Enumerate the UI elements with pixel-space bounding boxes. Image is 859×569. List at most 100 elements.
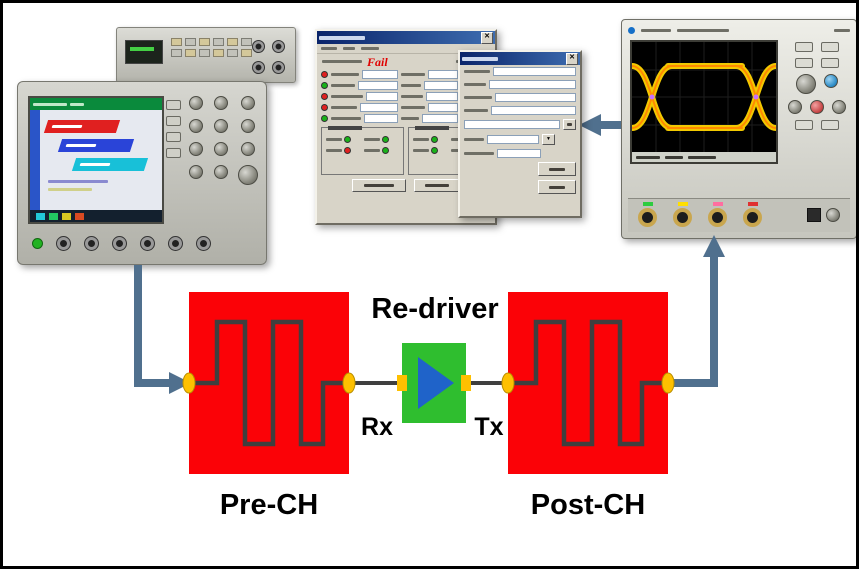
group-title-bar [328, 126, 362, 130]
label-bar [413, 149, 429, 152]
signal-path-block-cyan [71, 158, 149, 171]
bar [834, 28, 850, 32]
channel-knob-blue [824, 74, 838, 88]
pulse-generator-keys [171, 38, 252, 57]
led [431, 136, 438, 143]
title-bar[interactable]: ✕ [317, 31, 495, 44]
connector [168, 235, 183, 251]
title-text-bar [319, 35, 365, 40]
menu-item-bar[interactable] [321, 47, 337, 50]
label-bar [464, 109, 488, 112]
channel-color-tab [747, 202, 758, 206]
key [185, 49, 196, 57]
label-bar [413, 138, 429, 141]
screen-header [30, 98, 162, 110]
text-field[interactable] [364, 114, 398, 123]
bar [51, 125, 83, 128]
knob [213, 119, 228, 133]
led [382, 136, 389, 143]
key [199, 38, 210, 46]
button [166, 100, 181, 110]
label-bar [331, 84, 355, 87]
pulse-generator-screen [125, 40, 163, 64]
key [241, 38, 252, 46]
button-label-bar [425, 184, 449, 187]
label-bar [464, 96, 492, 99]
text-field[interactable] [426, 92, 458, 101]
redriver-block [402, 343, 466, 423]
knob [188, 96, 203, 110]
text-field[interactable] [497, 149, 541, 158]
action-button[interactable] [352, 179, 406, 192]
text-field[interactable] [491, 106, 576, 115]
text-field[interactable] [428, 103, 458, 112]
connector [112, 235, 127, 251]
bottom-buttons [317, 175, 495, 192]
scope-control-panel [786, 40, 848, 194]
power-button [32, 237, 43, 249]
title-bar[interactable]: ✕ [460, 52, 580, 65]
led [344, 136, 351, 143]
field-row [460, 78, 580, 91]
text-field[interactable] [360, 103, 398, 112]
text-field[interactable] [362, 70, 398, 79]
led [382, 147, 389, 154]
label-bar [364, 149, 380, 152]
text-field[interactable] [428, 70, 458, 79]
bar [33, 102, 67, 106]
text-field[interactable] [464, 120, 560, 129]
status-badge: Fail [367, 54, 388, 69]
text-field[interactable] [366, 92, 398, 101]
action-button[interactable] [414, 179, 460, 192]
scope-branding-strip [628, 24, 850, 36]
menu-item-bar[interactable] [361, 47, 379, 50]
knob [213, 142, 228, 156]
text-field[interactable] [424, 81, 458, 90]
close-icon[interactable]: ✕ [566, 52, 578, 65]
channel-input [708, 202, 727, 227]
menu-bar[interactable] [317, 44, 495, 54]
field-row [460, 65, 580, 78]
close-icon[interactable]: ✕ [481, 31, 493, 44]
signal-path-block-blue [57, 139, 135, 152]
model-text-bar [677, 28, 729, 32]
knob [241, 119, 255, 133]
key [213, 49, 224, 57]
softkey [75, 212, 84, 220]
crossing-histogram [649, 94, 655, 100]
channel-color-tab [677, 202, 688, 206]
button [821, 58, 839, 68]
bert-knob-grid [188, 96, 258, 185]
softkey [62, 212, 71, 220]
button-label-bar [364, 184, 394, 187]
text-field[interactable] [358, 81, 398, 90]
knob [241, 96, 255, 110]
exit-button[interactable] [538, 180, 576, 194]
led [321, 104, 328, 111]
dropdown-value[interactable] [487, 135, 539, 144]
file-path-row [460, 117, 580, 132]
text-field[interactable] [422, 114, 458, 123]
text-field[interactable] [489, 80, 576, 89]
chevron-down-icon[interactable]: ▼ [542, 134, 555, 145]
label-bar [401, 106, 425, 109]
knob [188, 142, 203, 156]
led [344, 147, 351, 154]
arrow-bert-to-prech [134, 265, 171, 387]
browse-button[interactable] [563, 119, 576, 130]
key [213, 38, 224, 46]
bnc-connector [638, 208, 657, 227]
channel-input [673, 202, 692, 227]
menu-item-bar[interactable] [343, 47, 355, 50]
text-field[interactable] [495, 93, 576, 102]
label-bar [401, 95, 423, 98]
text-field[interactable] [493, 67, 576, 76]
set-button[interactable] [538, 162, 576, 176]
measurement-strip [632, 152, 776, 162]
label-bar [401, 117, 419, 120]
connector [140, 235, 155, 251]
pre-channel-label: Pre-CH [219, 489, 319, 521]
label-bar [401, 84, 421, 87]
title-text-bar [462, 56, 498, 61]
